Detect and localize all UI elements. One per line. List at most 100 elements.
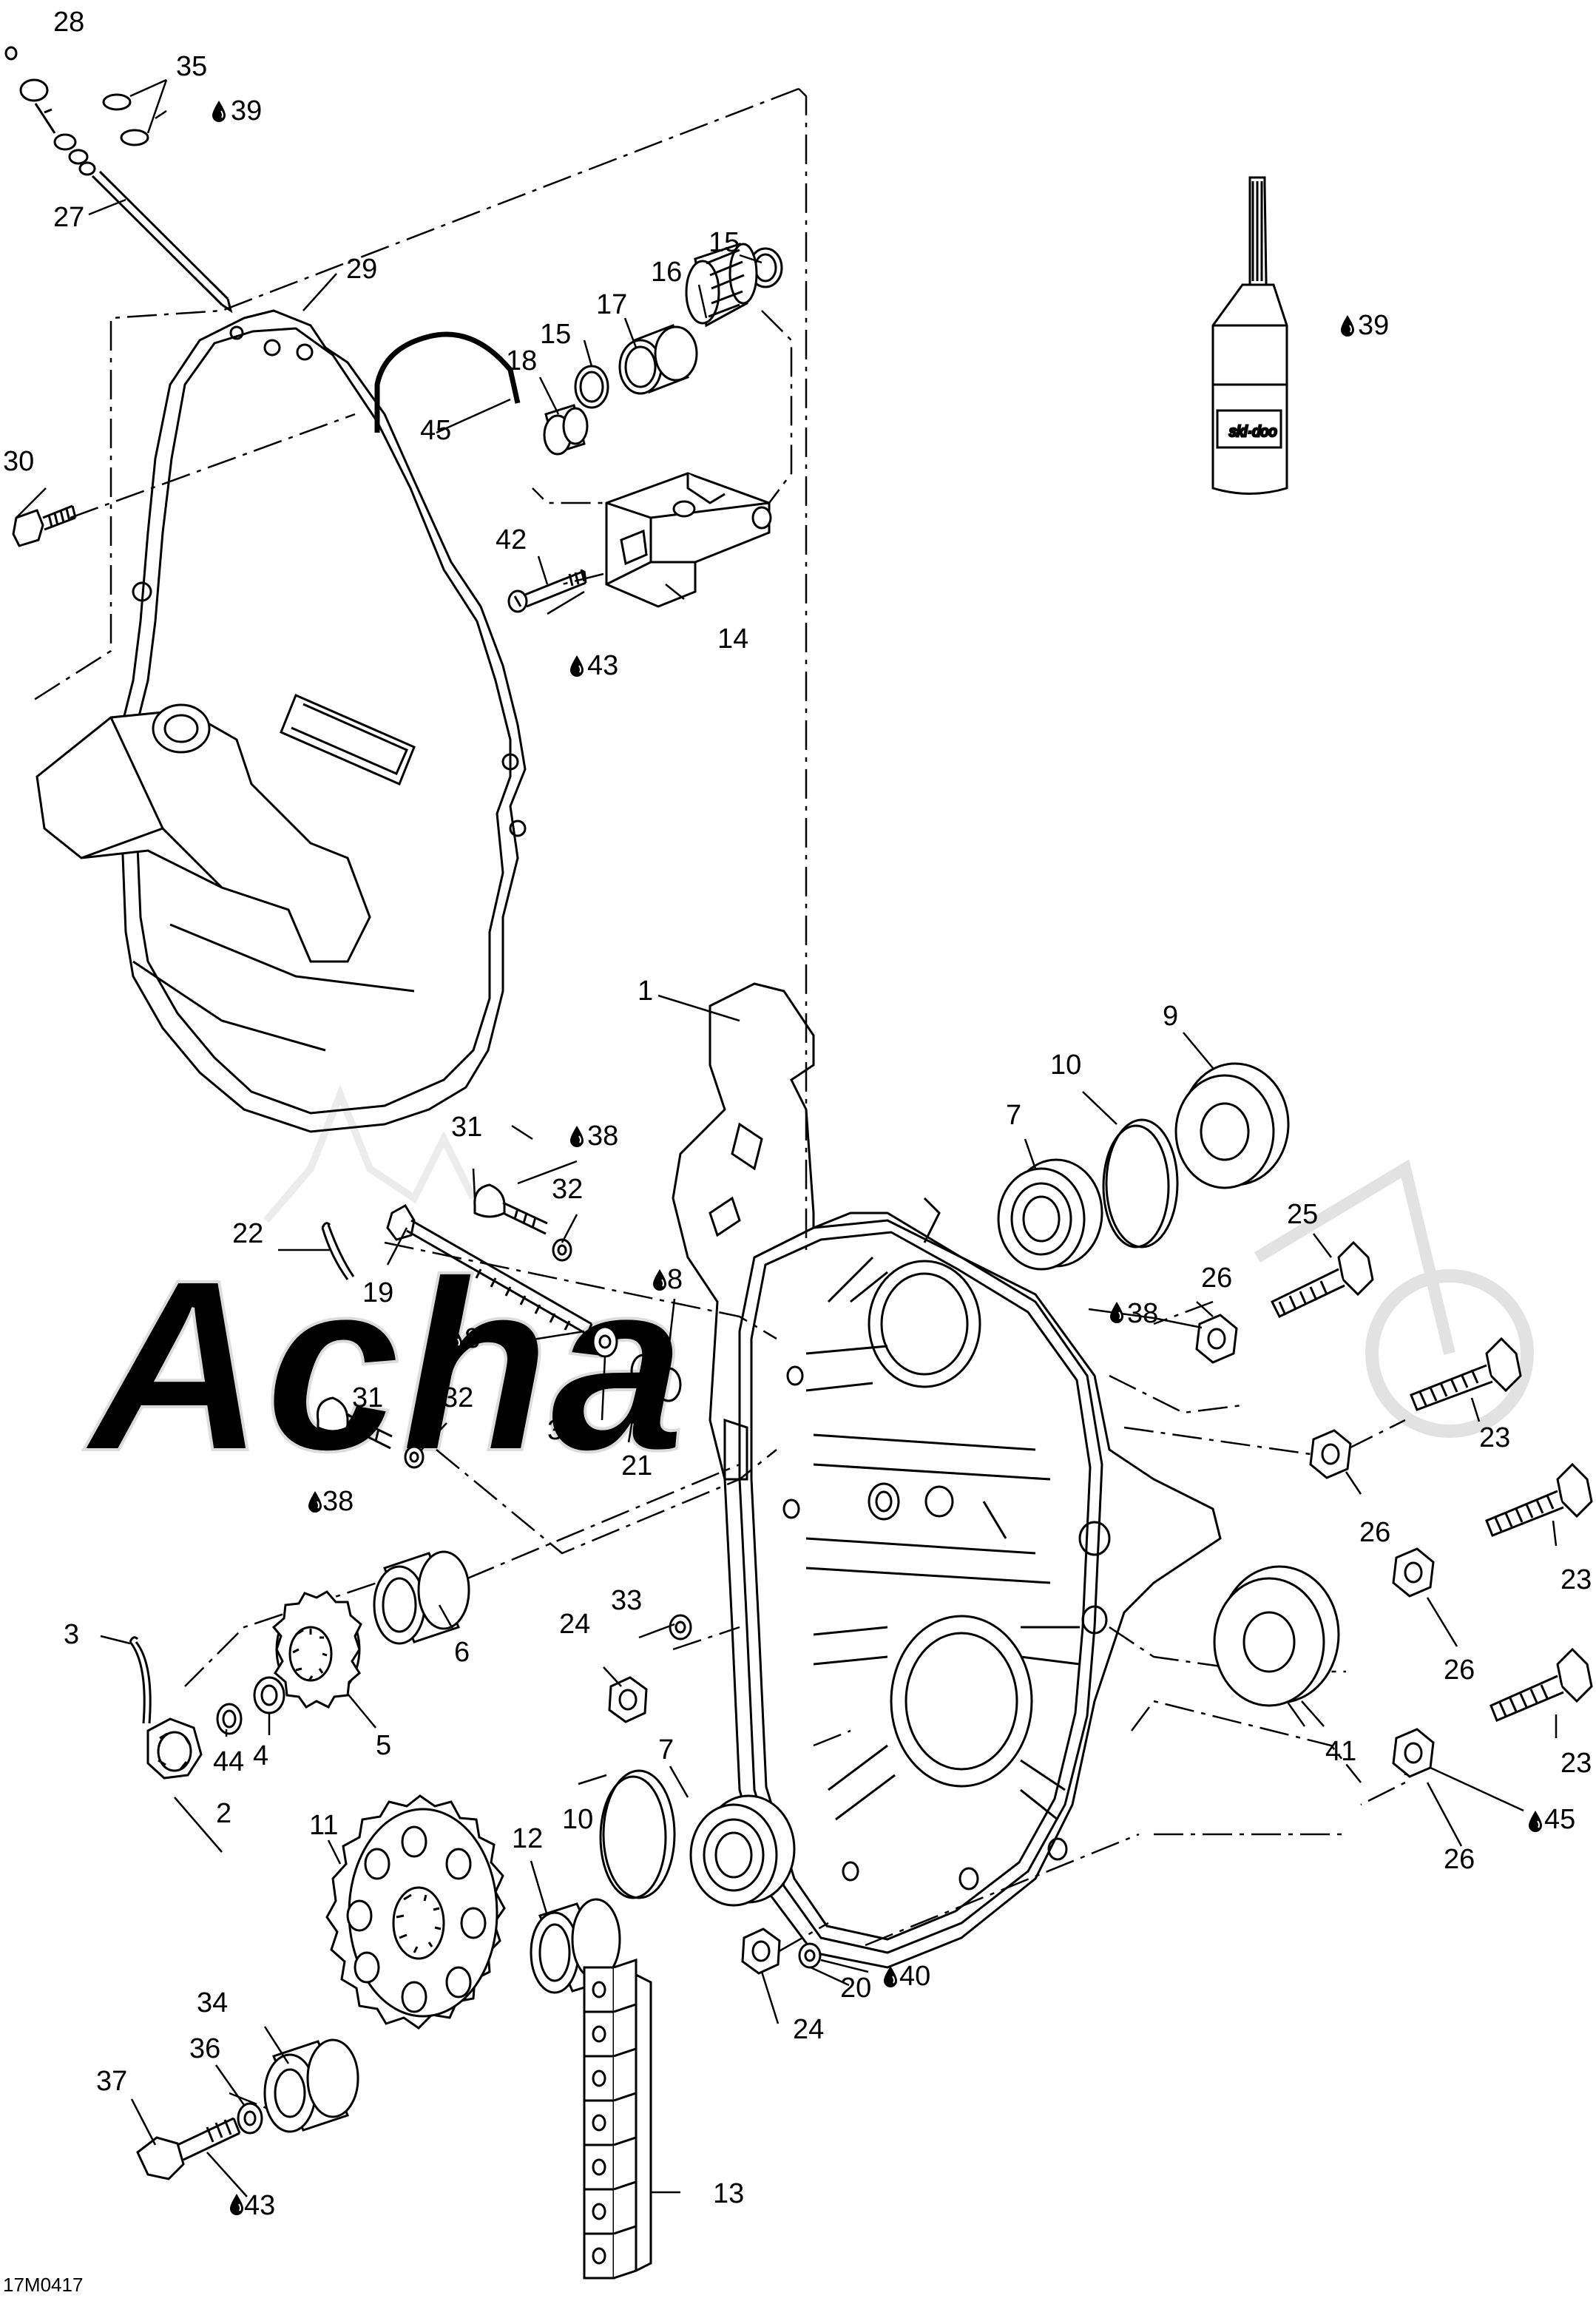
tensioner-block-14: [605, 472, 772, 608]
label-26a: 26: [1201, 1263, 1232, 1294]
nuts-24: [608, 1676, 781, 1975]
label-7a: 7: [1006, 1100, 1021, 1131]
label-12: 12: [512, 1823, 543, 1854]
label-13: 13: [713, 2178, 744, 2209]
label-7b: 7: [658, 1734, 674, 1766]
bolt-23-a: [1410, 1337, 1522, 1411]
label-30: 30: [3, 446, 34, 477]
label-31a: 31: [451, 1112, 482, 1143]
label-39a: 39: [231, 95, 262, 126]
spindle-nut-parts: [129, 1636, 285, 1780]
label-38c: 38: [322, 1486, 354, 1517]
bolt-30: [12, 504, 77, 547]
label-42: 42: [496, 524, 527, 555]
chain-13: [583, 1958, 652, 2280]
leader-lines: [16, 78, 1558, 2197]
sprocket-5: [271, 1590, 362, 1709]
washer-36: [237, 2102, 263, 2135]
label-15b: 15: [540, 319, 571, 350]
label-6: 6: [454, 1637, 470, 1668]
label-29: 29: [346, 254, 377, 285]
label-32b: 32: [442, 1382, 473, 1413]
label-23b: 23: [1561, 1564, 1592, 1595]
label-24b: 24: [793, 2014, 824, 2045]
label-14: 14: [717, 624, 748, 655]
label-20: 20: [840, 1973, 871, 2004]
label-26d: 26: [1444, 1844, 1475, 1875]
bearing-7-upper: [997, 1158, 1103, 1271]
label-36: 36: [189, 2033, 220, 2064]
label-39b: 39: [1358, 310, 1389, 341]
tensioner-parts: [543, 242, 783, 456]
label-23a: 23: [1479, 1422, 1510, 1453]
label-43b: 43: [244, 2190, 275, 2221]
washer-41: [1213, 1565, 1340, 1707]
chaincase-cover-29: [35, 309, 527, 1133]
label-33b: 33: [611, 1585, 642, 1616]
label-34: 34: [197, 1987, 228, 2018]
label-45a: 45: [420, 415, 451, 446]
label-27: 27: [53, 202, 84, 233]
label-8a: 8: [667, 1264, 683, 1295]
left-fasteners: [316, 1183, 822, 1969]
sprocket-11: [325, 1794, 506, 2030]
label-32a: 32: [552, 1174, 583, 1205]
watermark-text: Acha: [81, 1229, 686, 1501]
wire-45: [374, 331, 521, 433]
label-21: 21: [621, 1450, 652, 1481]
bolt-37: [136, 2117, 241, 2180]
label-5: 5: [376, 1730, 391, 1761]
label-10a: 10: [1050, 1050, 1081, 1081]
bolt-23-b: [1485, 1462, 1593, 1537]
label-38a: 38: [587, 1121, 618, 1152]
dipstick-27: [4, 46, 233, 314]
label-2: 2: [216, 1798, 231, 1829]
label-26c: 26: [1444, 1655, 1475, 1686]
bushing-34: [263, 2038, 359, 2133]
label-26b: 26: [1359, 1517, 1390, 1548]
label-31b: 31: [352, 1382, 383, 1413]
label-1: 1: [638, 976, 653, 1007]
label-23c: 23: [1561, 1748, 1592, 1779]
label-37: 37: [96, 2066, 127, 2097]
label-43a: 43: [587, 650, 618, 681]
label-8b: 8: [464, 1323, 480, 1354]
label-17: 17: [596, 289, 627, 320]
label-3: 3: [64, 1619, 79, 1650]
label-38b: 38: [1127, 1298, 1158, 1329]
label-45b: 45: [1544, 1804, 1575, 1835]
label-15a: 15: [709, 227, 740, 258]
label-44: 44: [213, 1746, 244, 1777]
spacer-9: [1174, 1062, 1290, 1189]
label-4: 4: [253, 1740, 268, 1771]
part-labels: 28 35 39 27 29 15 16 17 15 18 39 45 30 4…: [3, 7, 1592, 2296]
circlip-10-lower: [599, 1769, 676, 1899]
label-10b: 10: [562, 1804, 593, 1835]
svg-text:ski·doo: ski·doo: [1229, 424, 1277, 440]
bushing-6: [373, 1550, 470, 1645]
label-33a: 33: [547, 1415, 578, 1446]
label-19: 19: [362, 1277, 393, 1308]
label-9: 9: [1163, 1001, 1178, 1032]
diagram-code: 17M0417: [3, 2274, 83, 2296]
label-35: 35: [176, 51, 207, 82]
label-24a: 24: [559, 1609, 590, 1640]
nuts-26: [1195, 1314, 1435, 1778]
label-25: 25: [1287, 1199, 1318, 1230]
bearing-7-lower: [689, 1794, 796, 1907]
label-22: 22: [232, 1218, 263, 1249]
label-16: 16: [651, 257, 682, 288]
circlip-10-upper: [1102, 1118, 1179, 1249]
bolt-25: [1270, 1240, 1374, 1318]
label-11: 11: [309, 1810, 338, 1841]
label-18: 18: [506, 345, 537, 376]
lubricant-bottle-39: ski·doo: [1211, 176, 1288, 495]
label-28: 28: [53, 7, 84, 38]
bolt-23-c: [1490, 1647, 1593, 1722]
chaincase-housing-1: [672, 982, 1222, 1969]
watermark: Acha: [80, 1084, 1534, 1503]
label-41: 41: [1325, 1736, 1356, 1767]
bushing-12: [530, 1898, 621, 1994]
